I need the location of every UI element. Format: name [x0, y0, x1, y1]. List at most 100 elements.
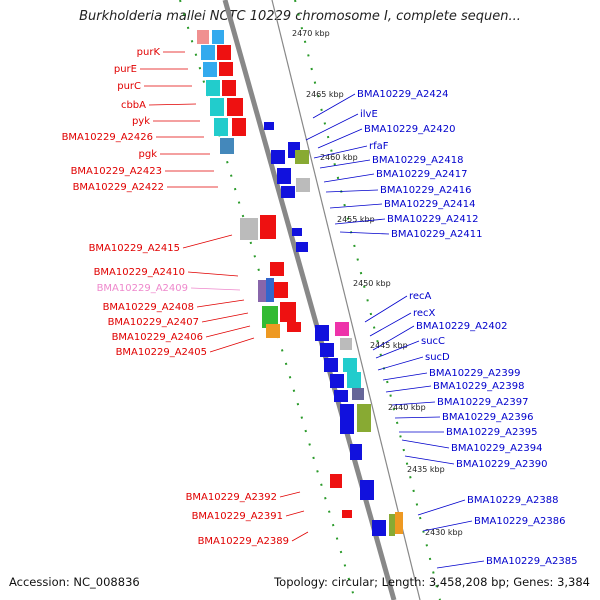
- connector-right: [323, 173, 375, 183]
- reverse-gene-9: [315, 325, 329, 341]
- connector-right: [394, 416, 441, 419]
- forward-gene-0: [197, 30, 209, 44]
- connector-right: [339, 231, 390, 235]
- reverse-gene-8: [296, 242, 308, 252]
- connector-right: [436, 560, 485, 569]
- connector-right: [369, 312, 412, 337]
- reverse-gene-20: [357, 404, 371, 432]
- gene-label-left: BMA10229_A2391: [192, 511, 283, 522]
- gene-label-right: BMA10229_A2394: [451, 443, 542, 454]
- connector-right: [312, 93, 356, 119]
- gene-label-left: BMA10229_A2407: [108, 317, 199, 328]
- gene-label-left: purE: [114, 64, 137, 75]
- reverse-gene-14: [343, 358, 357, 372]
- forward-gene-24: [342, 510, 352, 518]
- connector-left: [187, 271, 239, 277]
- forward-gene-12: [220, 138, 234, 154]
- gene-label-right: ilvE: [360, 109, 378, 120]
- gene-label-right: BMA10229_A2418: [372, 155, 463, 166]
- gene-label-left: purK: [137, 47, 161, 58]
- gene-label-right: BMA10229_A2420: [364, 124, 455, 135]
- connector-right: [382, 372, 428, 381]
- forward-gene-1: [212, 30, 224, 44]
- reverse-gene-24: [389, 514, 395, 536]
- reverse-gene-18: [352, 388, 364, 400]
- gene-label-right: BMA10229_A2416: [380, 185, 471, 196]
- connector-left: [209, 337, 255, 353]
- gene-label-right: BMA10229_A2399: [429, 368, 520, 379]
- connector-right: [313, 145, 368, 159]
- forward-gene-4: [203, 62, 217, 77]
- reverse-gene-4: [277, 168, 291, 184]
- reverse-gene-2: [271, 150, 285, 164]
- forward-gene-10: [214, 118, 228, 136]
- gene-label-right: BMA10229_A2386: [474, 516, 565, 527]
- connector-right: [325, 189, 379, 193]
- gene-label-left: cbbA: [121, 100, 146, 111]
- forward-gene-21: [266, 324, 280, 338]
- gene-label-left: pgk: [139, 149, 158, 160]
- reverse-gene-13: [324, 358, 338, 372]
- reverse-gene-21: [350, 444, 362, 460]
- reverse-gene-0: [264, 122, 274, 130]
- genome-summary-text: Topology: circular; Length: 3,458,208 bp…: [274, 575, 590, 589]
- gene-label-right: sucC: [421, 336, 445, 347]
- forward-gene-18: [274, 282, 288, 298]
- kbp-tick-label: 2440 kbp: [388, 403, 426, 412]
- connector-left: [291, 531, 309, 542]
- gene-label-left: BMA10229_A2409: [97, 283, 188, 294]
- connector-right: [391, 401, 436, 406]
- forward-gene-22: [287, 322, 301, 332]
- accession-text: Accession: NC_008836: [9, 575, 140, 589]
- connector-right: [372, 325, 415, 351]
- gene-label-right: BMA10229_A2398: [433, 381, 524, 392]
- gene-label-right: BMA10229_A2417: [376, 169, 467, 180]
- connector-right: [329, 203, 383, 209]
- tick-dotted-line-1: [294, 0, 441, 600]
- forward-gene-23: [330, 474, 342, 488]
- reverse-gene-7: [292, 228, 302, 236]
- gene-label-left: BMA10229_A2426: [62, 132, 153, 143]
- connector-right: [375, 340, 420, 359]
- forward-gene-17: [270, 262, 284, 276]
- gene-label-left: pyk: [132, 116, 150, 127]
- genome-backbone-edge: [271, 0, 421, 600]
- forward-gene-5: [219, 62, 233, 76]
- forward-gene-9: [227, 98, 243, 116]
- gene-label-right: BMA10229_A2402: [416, 321, 507, 332]
- gene-label-left: BMA10229_A2389: [198, 536, 289, 547]
- connector-left: [205, 325, 251, 338]
- connector-right: [422, 520, 473, 532]
- gene-label-right: BMA10229_A2412: [387, 214, 478, 225]
- gene-label-left: BMA10229_A2422: [73, 182, 164, 193]
- connector-right: [385, 385, 432, 393]
- gene-label-left: BMA10229_A2410: [94, 267, 185, 278]
- connector-right: [401, 439, 450, 449]
- connector-left: [148, 103, 197, 106]
- reverse-gene-17: [334, 390, 348, 402]
- kbp-tick-label: 2435 kbp: [407, 465, 445, 474]
- gene-label-left: BMA10229_A2415: [89, 243, 180, 254]
- kbp-tick-label: 2455 kbp: [337, 215, 375, 224]
- map-title: Burkholderia mallei NCTC 10229 chromosom…: [79, 9, 521, 24]
- reverse-gene-22: [360, 480, 374, 500]
- gene-label-right: BMA10229_A2397: [437, 397, 528, 408]
- gene-label-right: sucD: [425, 352, 450, 363]
- reverse-gene-12: [340, 338, 352, 350]
- forward-gene-14: [260, 215, 276, 239]
- gene-label-right: BMA10229_A2395: [446, 427, 537, 438]
- reverse-gene-19: [340, 404, 354, 434]
- gene-label-right: BMA10229_A2411: [391, 229, 482, 240]
- forward-gene-11: [232, 118, 246, 136]
- forward-gene-13: [240, 218, 258, 240]
- connector-right: [317, 128, 363, 149]
- connector-left: [201, 312, 249, 323]
- connector-left: [196, 299, 245, 308]
- reverse-gene-15: [330, 374, 344, 388]
- forward-gene-7: [222, 80, 236, 96]
- gene-label-right: recX: [413, 308, 436, 319]
- kbp-tick-label: 2450 kbp: [353, 279, 391, 288]
- reverse-gene-5: [296, 178, 310, 192]
